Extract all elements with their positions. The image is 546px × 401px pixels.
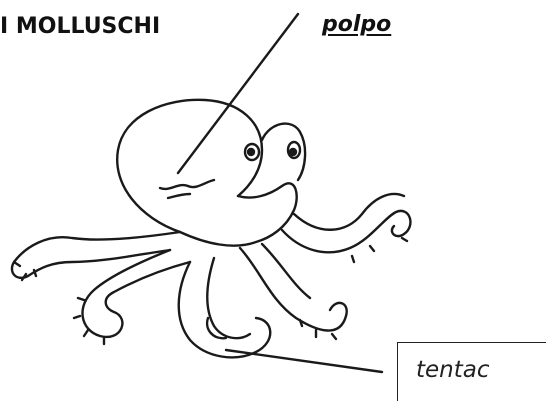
tentacle-right [282,211,410,252]
pupil-right [290,149,296,155]
label-tentac: tentac [416,357,490,383]
pointer-line-name [178,14,298,173]
tentacle-middle-inner [207,258,250,338]
pointer-line-part [226,350,382,372]
label-box-part: tentac [397,342,546,401]
mantle-wrinkle [160,180,214,189]
mantle-wrinkle-2 [168,194,190,198]
octopus-body [180,183,297,245]
tentacle-middle [179,262,271,357]
octopus-mantle [117,100,262,232]
tentacle-left [12,232,180,278]
tentacle-curl-left [83,250,190,337]
tentacle-right-inner [294,194,404,230]
pupil-left [248,149,254,155]
eye-bulge [262,124,305,180]
